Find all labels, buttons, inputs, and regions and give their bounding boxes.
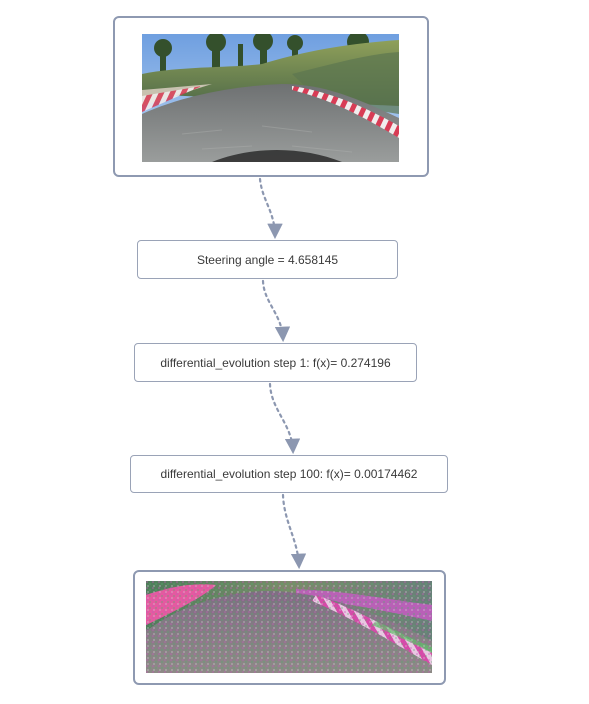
connector-arrow-1 bbox=[258, 177, 283, 240]
steering-angle-node: Steering angle = 4.658145 bbox=[137, 240, 398, 279]
connector-arrow-2 bbox=[261, 279, 291, 343]
de-step-100-node: differential_evolution step 100: f(x)= 0… bbox=[130, 455, 448, 493]
de-step-1-node: differential_evolution step 1: f(x)= 0.2… bbox=[134, 343, 417, 382]
connector-arrow-4 bbox=[281, 493, 307, 570]
input-image-frame bbox=[113, 16, 429, 177]
connector-arrow-3 bbox=[268, 382, 301, 455]
output-image-frame bbox=[133, 570, 446, 685]
de-step-1-label: differential_evolution step 1: f(x)= 0.2… bbox=[160, 355, 391, 370]
de-step-100-label: differential_evolution step 100: f(x)= 0… bbox=[160, 467, 418, 481]
steering-angle-label: Steering angle = 4.658145 bbox=[196, 252, 339, 267]
perturbed-road-image bbox=[146, 581, 432, 673]
input-road-image bbox=[142, 34, 399, 162]
